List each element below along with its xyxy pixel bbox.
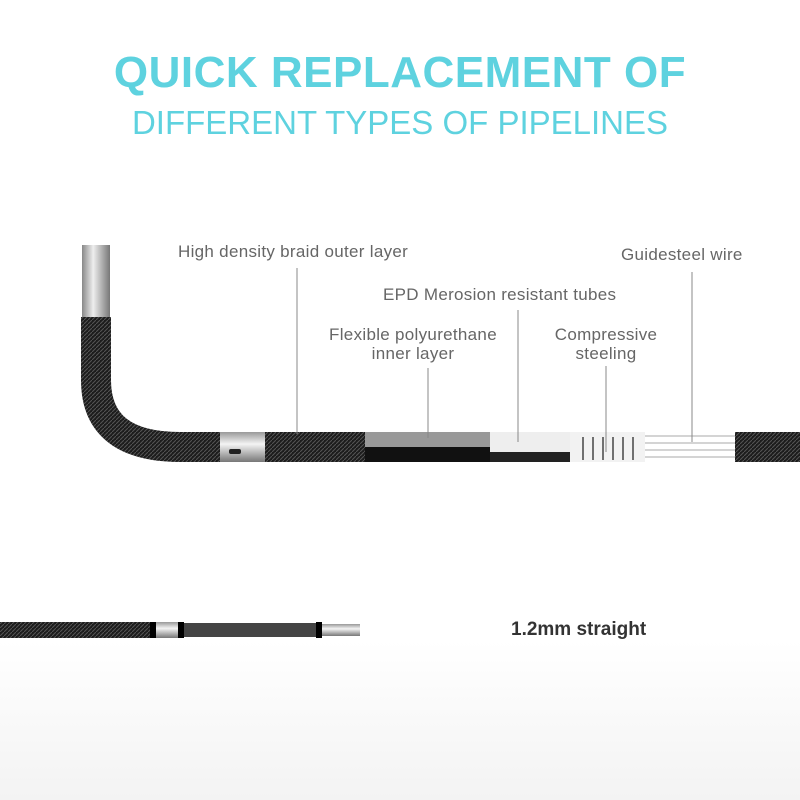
label-straight: 1.2mm straight xyxy=(511,619,647,640)
title-line-1: QUICK REPLACEMENT OF xyxy=(113,48,687,97)
braided-bend xyxy=(81,317,222,462)
label-line: steeling xyxy=(575,344,637,363)
label-flexible-polyurethane: Flexible polyurethane inner layer xyxy=(318,325,508,363)
label-line: Flexible polyurethane xyxy=(329,325,497,344)
label-epd-tubes: EPD Merosion resistant tubes xyxy=(383,285,617,304)
metal-ring xyxy=(220,432,265,462)
label-braid-outer-layer: High density braid outer layer xyxy=(178,242,409,261)
label-compressive-steeling: Compressive steeling xyxy=(545,325,667,363)
polyurethane-layer xyxy=(365,432,490,447)
braid-layer xyxy=(265,432,365,462)
label-guidesteel-wire: Guidesteel wire xyxy=(621,245,743,264)
camera-tip xyxy=(82,245,110,317)
label-line: Compressive xyxy=(554,325,658,344)
leader-lines xyxy=(296,268,693,452)
epd-tube xyxy=(490,432,570,452)
straight-cable xyxy=(0,622,360,638)
title-line-2: DIFFERENT TYPES OF PIPELINES xyxy=(131,104,669,141)
label-line: inner layer xyxy=(371,344,455,363)
